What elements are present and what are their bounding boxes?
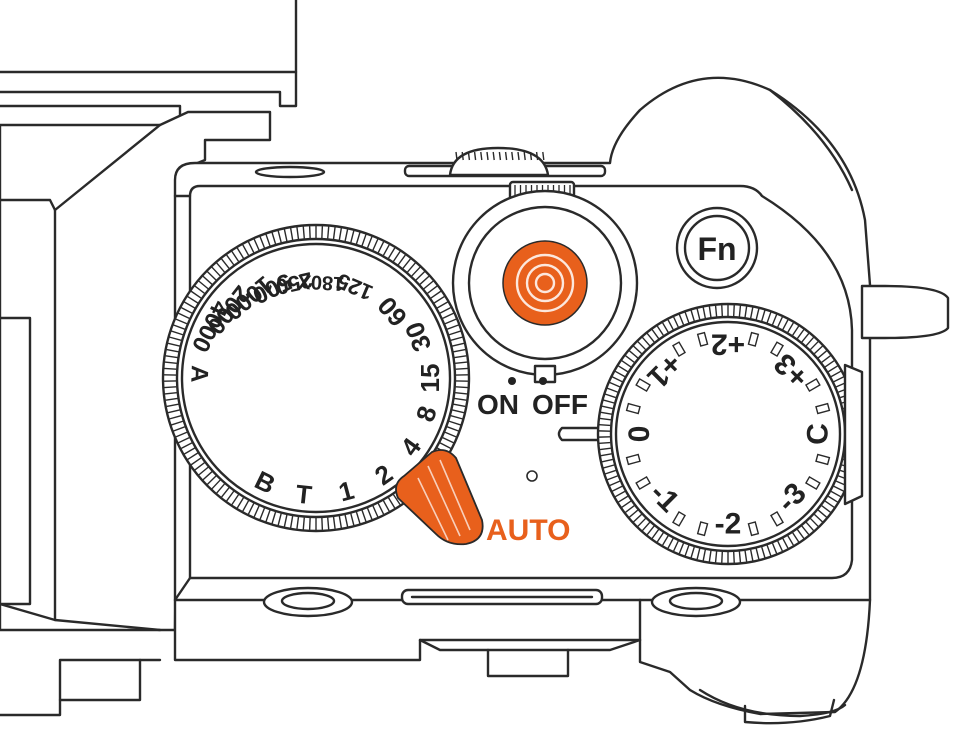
wheel-tooth [506,152,507,160]
knurl-tick [722,552,723,563]
wheel-tooth [456,152,457,160]
knurl-tick [456,368,468,369]
wheel-tooth [518,152,519,160]
exposure-dial-mark: -2 [715,508,742,541]
exposure-dial-mark: 0 [622,426,655,443]
off-label: OFF [532,389,588,420]
on-indicator-dot [508,377,516,385]
wheel-tooth [475,152,476,160]
knurl-tick [322,518,323,530]
exposure-dial-mark: C [802,423,835,445]
wheel-tooth [512,152,513,160]
on-label: ON [477,389,519,420]
off-indicator-dot [539,377,547,385]
fn-button[interactable]: Fn [677,208,757,288]
wheel-tooth [487,152,488,160]
knurl-tick [734,552,735,563]
exposure-compensation-dial[interactable]: 0+1+2+3C-3-2-1 [598,304,862,564]
knurl-tick [164,368,176,369]
knurl-tick [164,387,176,388]
knurl-tick [722,305,723,316]
fn-label: Fn [697,231,736,267]
wheel-tooth [481,152,482,160]
shutter-dial-mark: T [294,479,313,511]
wheel-tooth [530,152,531,160]
exposure-dial-mark: +2 [711,328,745,361]
knurl-tick [734,305,735,316]
knurl-tick [599,443,610,444]
knurl-tick [599,425,610,426]
shutter-release-button[interactable] [503,241,587,325]
wheel-tooth [468,152,469,160]
knurl-tick [310,518,311,530]
wheel-tooth [543,152,544,160]
knurl-tick [310,226,311,238]
shutter-dial-mark: A [185,365,213,383]
auto-label: AUTO [486,514,570,547]
wheel-tooth [537,152,538,160]
wheel-tooth [524,152,525,160]
wheel-tooth [499,152,500,160]
wheel-tooth [493,152,494,160]
wheel-tooth [462,152,463,160]
knurl-tick [456,387,468,388]
shutter-dial-mark: 15 [415,364,445,393]
knurl-tick [322,226,323,238]
